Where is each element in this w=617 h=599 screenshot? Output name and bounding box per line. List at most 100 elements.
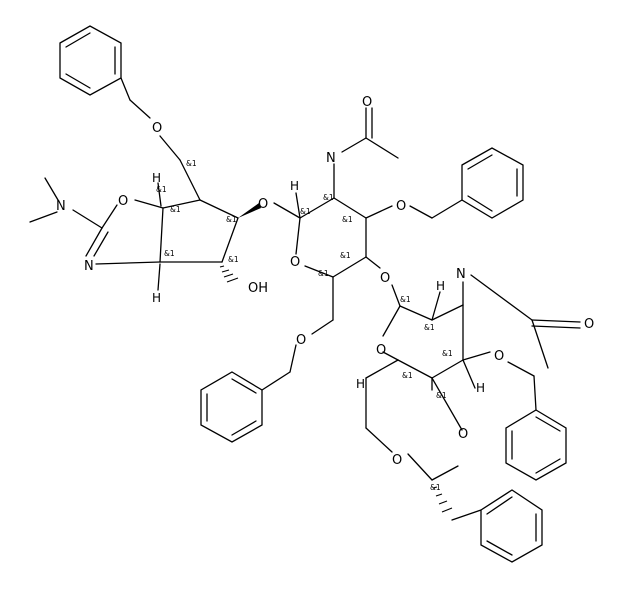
stereo-label: &1 <box>228 255 239 264</box>
stereo-label: &1 <box>323 193 334 202</box>
bond <box>295 192 301 219</box>
bond <box>431 359 464 379</box>
stereo-label: &1 <box>164 249 175 258</box>
stereo-label: &1 <box>156 185 167 194</box>
hashed-bond-acetal <box>432 486 453 513</box>
bond <box>462 351 491 361</box>
atom-oxygen: O <box>290 255 300 270</box>
bond <box>295 217 301 255</box>
atom-oxygen: O <box>584 317 594 332</box>
bond <box>129 99 151 119</box>
bond <box>221 217 239 263</box>
bond <box>431 291 441 321</box>
atom-oxygen: O <box>458 427 468 442</box>
bond <box>407 453 433 481</box>
stereo-label: &1 <box>424 323 435 332</box>
atom-hydrogen: H <box>290 179 299 193</box>
bond <box>451 509 482 521</box>
bond <box>397 359 433 379</box>
bond <box>159 207 164 263</box>
atom-oxygen: O <box>392 453 402 468</box>
benzene-ring-lower-right <box>505 409 567 481</box>
bond <box>462 359 476 389</box>
bond <box>289 344 297 373</box>
atom-nitrogen: N <box>56 199 66 214</box>
bond <box>311 319 334 335</box>
stereo-label: &1 <box>442 349 453 358</box>
stereo-label: &1 <box>186 159 197 168</box>
atom-oxygen: O <box>296 333 306 348</box>
bond <box>470 274 533 321</box>
hashed-bond-oh <box>219 265 239 283</box>
bond <box>44 177 59 201</box>
bond <box>120 77 131 101</box>
bond <box>431 304 464 321</box>
bond <box>365 137 399 159</box>
bond <box>431 199 463 219</box>
bonds <box>29 25 581 563</box>
benzene-ring-bottom <box>480 489 543 563</box>
bond <box>101 204 118 229</box>
bond <box>365 359 399 379</box>
bond <box>157 182 162 207</box>
bond <box>72 209 103 229</box>
atom-oxygen: O <box>118 194 128 209</box>
stereo-label: &1 <box>436 391 447 400</box>
atom-hydrogen: H <box>476 381 485 395</box>
bond <box>159 135 181 161</box>
benzene-ring-bottom-left <box>200 371 263 443</box>
bond <box>365 256 381 269</box>
stereo-label: &1 <box>400 295 411 304</box>
atom-oxygen: O <box>494 349 504 364</box>
bond <box>333 197 367 219</box>
stereo-label: &1 <box>300 207 311 216</box>
benzene-ring-right <box>461 147 524 219</box>
bond <box>162 199 201 209</box>
bond <box>409 205 433 219</box>
bond <box>365 205 393 219</box>
bond <box>341 137 367 153</box>
atom-oxygen: O <box>376 343 386 358</box>
bond <box>431 465 459 481</box>
stereo-label: &1 <box>430 483 441 492</box>
atom-labels: O O N N H H OH O H O N O O O H N O O O O… <box>56 95 594 468</box>
bond <box>365 427 393 453</box>
stereo-label: &1 <box>318 269 329 278</box>
stereo-label: &1 <box>226 215 237 224</box>
atom-nitrogen: N <box>326 151 336 166</box>
atom-hydrogen: H <box>152 291 161 305</box>
atom-nitrogen: N <box>84 259 94 274</box>
bond <box>399 305 433 321</box>
bond <box>29 211 58 223</box>
bond <box>382 351 399 361</box>
stereo-label: &1 <box>170 205 181 214</box>
stereo-label: &1 <box>340 251 351 260</box>
atom-hydrogen: H <box>152 171 161 185</box>
bond <box>93 231 109 257</box>
bond <box>507 361 535 377</box>
stereo-labels: &1 &1 &1 &1 &1 &1 &1 &1 &1 &1 &1 &1 &1 &… <box>156 159 453 492</box>
bond <box>273 202 301 219</box>
bond <box>134 199 164 209</box>
bond <box>261 371 291 391</box>
atom-oxygen: O <box>152 121 162 136</box>
atom-hydrogen: H <box>436 279 445 293</box>
stereo-label: &1 <box>342 215 353 224</box>
bond <box>531 319 581 323</box>
atom-hydroxyl: OH <box>248 281 268 296</box>
atom-oxygen: O <box>258 197 268 212</box>
bond <box>199 199 239 219</box>
benzene-ring-top <box>59 25 122 96</box>
bond <box>95 261 161 265</box>
bond <box>179 159 201 201</box>
atom-nitrogen: N <box>456 267 466 282</box>
bond <box>431 377 463 431</box>
atom-oxygen: O <box>396 199 406 214</box>
bond <box>299 197 335 219</box>
bond <box>531 319 549 369</box>
bond <box>304 265 334 278</box>
atom-hydrogen: H <box>356 377 365 391</box>
bond <box>157 263 161 291</box>
bond <box>533 375 537 411</box>
